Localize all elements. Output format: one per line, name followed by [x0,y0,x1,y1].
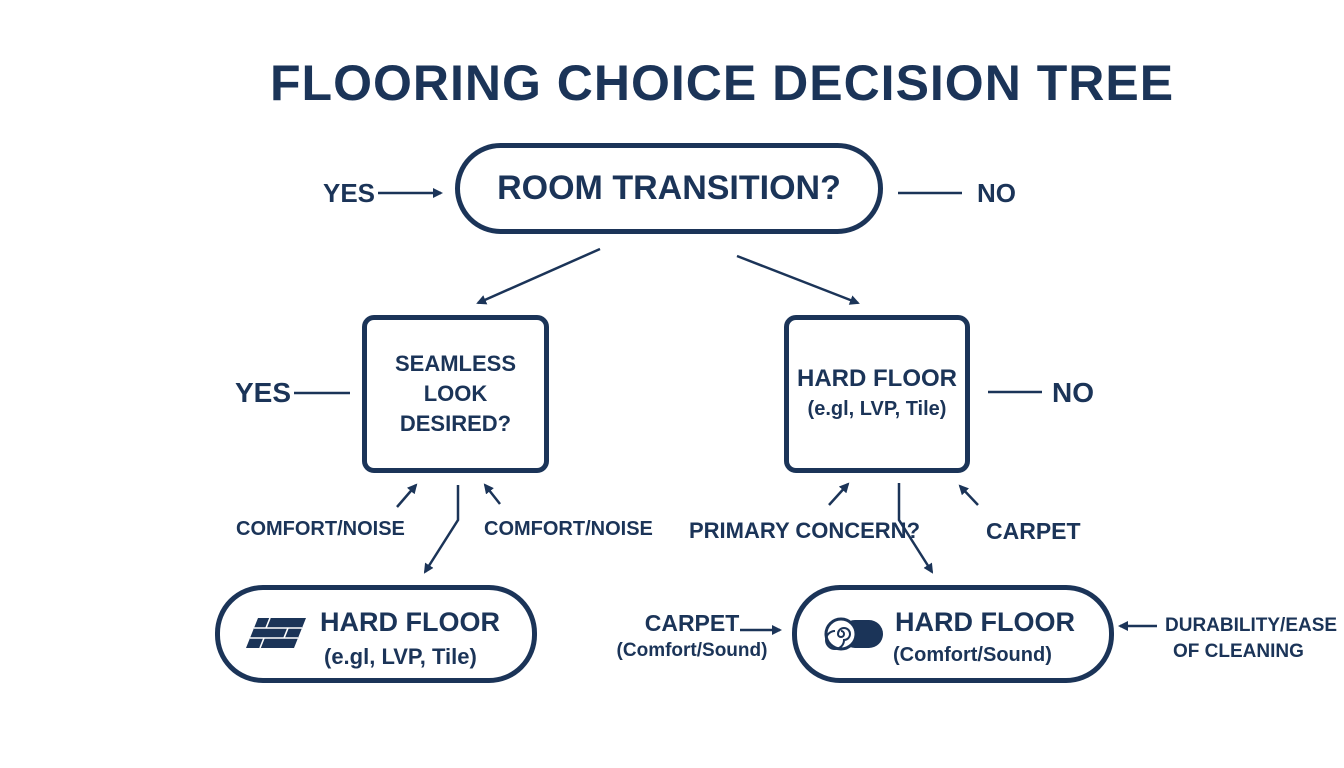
carpet-label: CARPET [986,518,1081,544]
floor-planks-icon [244,616,308,655]
carpet-input-line2: (Comfort/Sound) [616,640,768,661]
hard-floor-node: HARD FLOOR (e.gl, LVP, Tile) [784,315,970,473]
arrow-up-right-a [828,482,850,506]
root-decision-label: ROOM TRANSITION? [497,169,841,207]
arrow-root-to-left [476,247,601,305]
right-node-no-label: NO [1052,377,1094,408]
right-leaf-line2: (Comfort/Sound) [893,644,1052,666]
durability-line2: OF CLEANING [1173,641,1304,662]
arrow-up-left-b [483,483,501,505]
comfort-noise-label-left: COMFORT/NOISE [236,518,405,540]
carpet-roll-icon [819,614,889,659]
arrow-right-node-to-leaf [897,483,934,574]
root-yes-label: YES [323,178,376,208]
hard-floor-node-line1: HARD FLOOR [797,365,957,392]
seamless-look-node: SEAMLESS LOOK DESIRED? [362,315,549,473]
seamless-look-line1: SEAMLESS [394,351,517,376]
seamless-look-line2: LOOK DESIRED? [399,381,512,436]
comfort-noise-label-right: COMFORT/NOISE [484,518,653,540]
arrow-root-to-right [736,254,860,305]
diagram-title: FLOORING CHOICE DECISION TREE [270,55,1175,111]
arrow-up-left-a [396,483,418,508]
root-no-label: NO [977,178,1016,208]
root-decision-node: ROOM TRANSITION? [455,143,883,234]
left-leaf-line2: (e.gl, LVP, Tile) [324,644,477,669]
arrow-up-right-b [958,484,979,506]
carpet-input-line1: CARPET [644,610,740,636]
durability-line1: DURABILITY/EASE [1165,615,1338,636]
hard-floor-node-line2: (e.gl, LVP, Tile) [807,398,947,420]
primary-concern-label: PRIMARY CONCERN? [689,518,921,543]
hard-floor-leaf-right: HARD FLOOR (Comfort/Sound) [792,585,1114,683]
hard-floor-leaf-left: HARD FLOOR (e.gl, LVP, Tile) [215,585,537,683]
arrow-left-node-to-leaf [423,485,460,574]
left-node-yes-label: YES [235,377,292,408]
durability-label: DURABILITY/EASE OF CLEANING [1165,613,1337,665]
carpet-input-label: CARPET (Comfort/Sound) [612,609,772,665]
right-leaf-line1: HARD FLOOR [895,607,1075,637]
left-leaf-line1: HARD FLOOR [320,607,500,637]
